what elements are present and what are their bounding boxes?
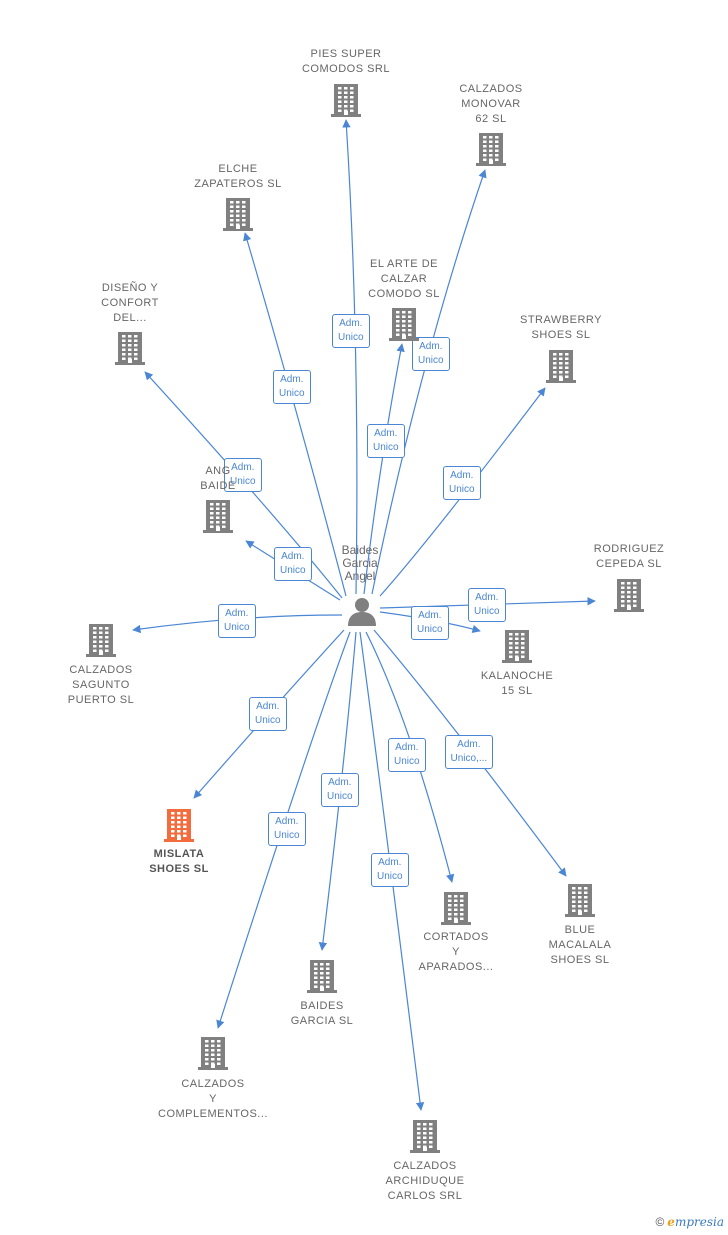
edge-label-mislata[interactable]: Adm. Unico xyxy=(249,697,287,731)
building-icon-arte[interactable] xyxy=(388,306,420,342)
edge-arte xyxy=(363,343,405,595)
building-icon-cortados[interactable] xyxy=(440,890,472,926)
company-node-mislata[interactable]: MISLATA SHOES SL xyxy=(114,847,244,877)
company-node-sagunto[interactable]: CALZADOS SAGUNTO PUERTO SL xyxy=(36,663,166,708)
company-label: BLUE MACALALA SHOES SL xyxy=(548,924,612,966)
company-node-archiduque[interactable]: CALZADOS ARCHIDUQUE CARLOS SRL xyxy=(360,1159,490,1204)
company-label: MISLATA SHOES SL xyxy=(149,848,209,875)
edge-disenio xyxy=(144,371,343,599)
building-icon-strawberry[interactable] xyxy=(545,348,577,384)
building-icon-pies[interactable] xyxy=(330,82,362,118)
copyright-symbol: © xyxy=(655,1215,665,1229)
company-label: PIES SUPER COMODOS SRL xyxy=(301,48,390,75)
footer-brand: ©empresia xyxy=(655,1215,724,1229)
company-label: CALZADOS SAGUNTO PUERTO SL xyxy=(67,664,135,706)
company-label: CORTADOS Y APARADOS... xyxy=(418,931,494,973)
edge-label-kalanoche[interactable]: Adm. Unico xyxy=(411,606,449,640)
company-node-rodriguez[interactable]: RODRIGUEZ CEPEDA SL xyxy=(564,542,694,572)
edge-label-cortados[interactable]: Adm. Unico xyxy=(388,738,426,772)
company-node-cortados[interactable]: CORTADOS Y APARADOS... xyxy=(391,930,521,975)
edge-strawberry xyxy=(379,387,546,597)
edge-label-elche[interactable]: Adm. Unico xyxy=(273,370,311,404)
company-label: KALANOCHE 15 SL xyxy=(480,670,554,697)
building-icon-ang[interactable] xyxy=(202,498,234,534)
edge-elche xyxy=(243,232,347,597)
brand-logo: empresia xyxy=(667,1215,724,1229)
company-node-blue[interactable]: BLUE MACALALA SHOES SL xyxy=(515,923,645,968)
edge-label-strawberry[interactable]: Adm. Unico xyxy=(443,466,481,500)
company-label: BAIDES GARCIA SL xyxy=(290,1000,354,1027)
edge-complementos xyxy=(216,631,351,1029)
company-node-complementos[interactable]: CALZADOS Y COMPLEMENTOS... xyxy=(148,1077,278,1122)
company-label: RODRIGUEZ CEPEDA SL xyxy=(593,543,665,570)
edge-label-disenio[interactable]: Adm. Unico xyxy=(224,458,262,492)
edge-label-blue[interactable]: Adm. Unico,... xyxy=(444,735,494,769)
company-node-kalanoche[interactable]: KALANOCHE 15 SL xyxy=(452,669,582,699)
company-node-strawberry[interactable]: STRAWBERRY SHOES SL xyxy=(496,313,626,343)
edge-label-arte[interactable]: Adm. Unico xyxy=(367,424,405,458)
edge-archiduque xyxy=(359,631,425,1111)
edge-monovar xyxy=(371,169,487,595)
edge-label-rodriguez[interactable]: Adm. Unico xyxy=(468,588,506,622)
edge-label-ang[interactable]: Adm. Unico xyxy=(274,547,312,581)
company-label: ELCHE ZAPATEROS SL xyxy=(194,163,282,190)
company-label: CALZADOS ARCHIDUQUE CARLOS SRL xyxy=(385,1160,465,1202)
edge-label-sagunto[interactable]: Adm. Unico xyxy=(218,604,256,638)
center-person-name[interactable]: Baides Garcia Angel xyxy=(341,543,379,583)
company-node-elche[interactable]: ELCHE ZAPATEROS SL xyxy=(173,162,303,192)
building-icon-rodriguez[interactable] xyxy=(613,577,645,613)
building-icon-baides[interactable] xyxy=(306,958,338,994)
company-label: DISEÑO Y CONFORT DEL... xyxy=(101,282,159,324)
company-node-baides[interactable]: BAIDES GARCIA SL xyxy=(257,999,387,1029)
company-node-arte[interactable]: EL ARTE DE CALZAR COMODO SL xyxy=(339,257,469,302)
building-icon-elche[interactable] xyxy=(222,196,254,232)
person-icon[interactable] xyxy=(347,596,377,631)
building-icon-complementos[interactable] xyxy=(197,1035,229,1071)
building-icon-monovar[interactable] xyxy=(475,131,507,167)
company-label: STRAWBERRY SHOES SL xyxy=(519,314,602,341)
company-node-pies[interactable]: PIES SUPER COMODOS SRL xyxy=(281,47,411,77)
company-label: ANG BAIDE xyxy=(200,465,236,492)
edge-label-complementos[interactable]: Adm. Unico xyxy=(268,812,306,846)
company-label: EL ARTE DE CALZAR COMODO SL xyxy=(368,258,440,300)
building-icon-mislata[interactable] xyxy=(163,807,195,843)
edge-label-baides[interactable]: Adm. Unico xyxy=(321,773,359,807)
building-icon-disenio[interactable] xyxy=(114,330,146,366)
edge-label-monovar[interactable]: Adm. Unico xyxy=(412,337,450,371)
edge-label-pies[interactable]: Adm. Unico xyxy=(332,314,370,348)
edge-label-archiduque[interactable]: Adm. Unico xyxy=(371,853,409,887)
company-node-monovar[interactable]: CALZADOS MONOVAR 62 SL xyxy=(426,82,556,127)
company-node-ang[interactable]: ANG BAIDE xyxy=(153,464,283,494)
building-icon-blue[interactable] xyxy=(564,882,596,918)
building-icon-sagunto[interactable] xyxy=(85,622,117,658)
company-label: CALZADOS MONOVAR 62 SL xyxy=(459,83,523,125)
company-node-disenio[interactable]: DISEÑO Y CONFORT DEL... xyxy=(65,281,195,326)
building-icon-archiduque[interactable] xyxy=(409,1118,441,1154)
edge-pies xyxy=(342,119,358,595)
building-icon-kalanoche[interactable] xyxy=(501,628,533,664)
company-label: CALZADOS Y COMPLEMENTOS... xyxy=(158,1078,268,1120)
